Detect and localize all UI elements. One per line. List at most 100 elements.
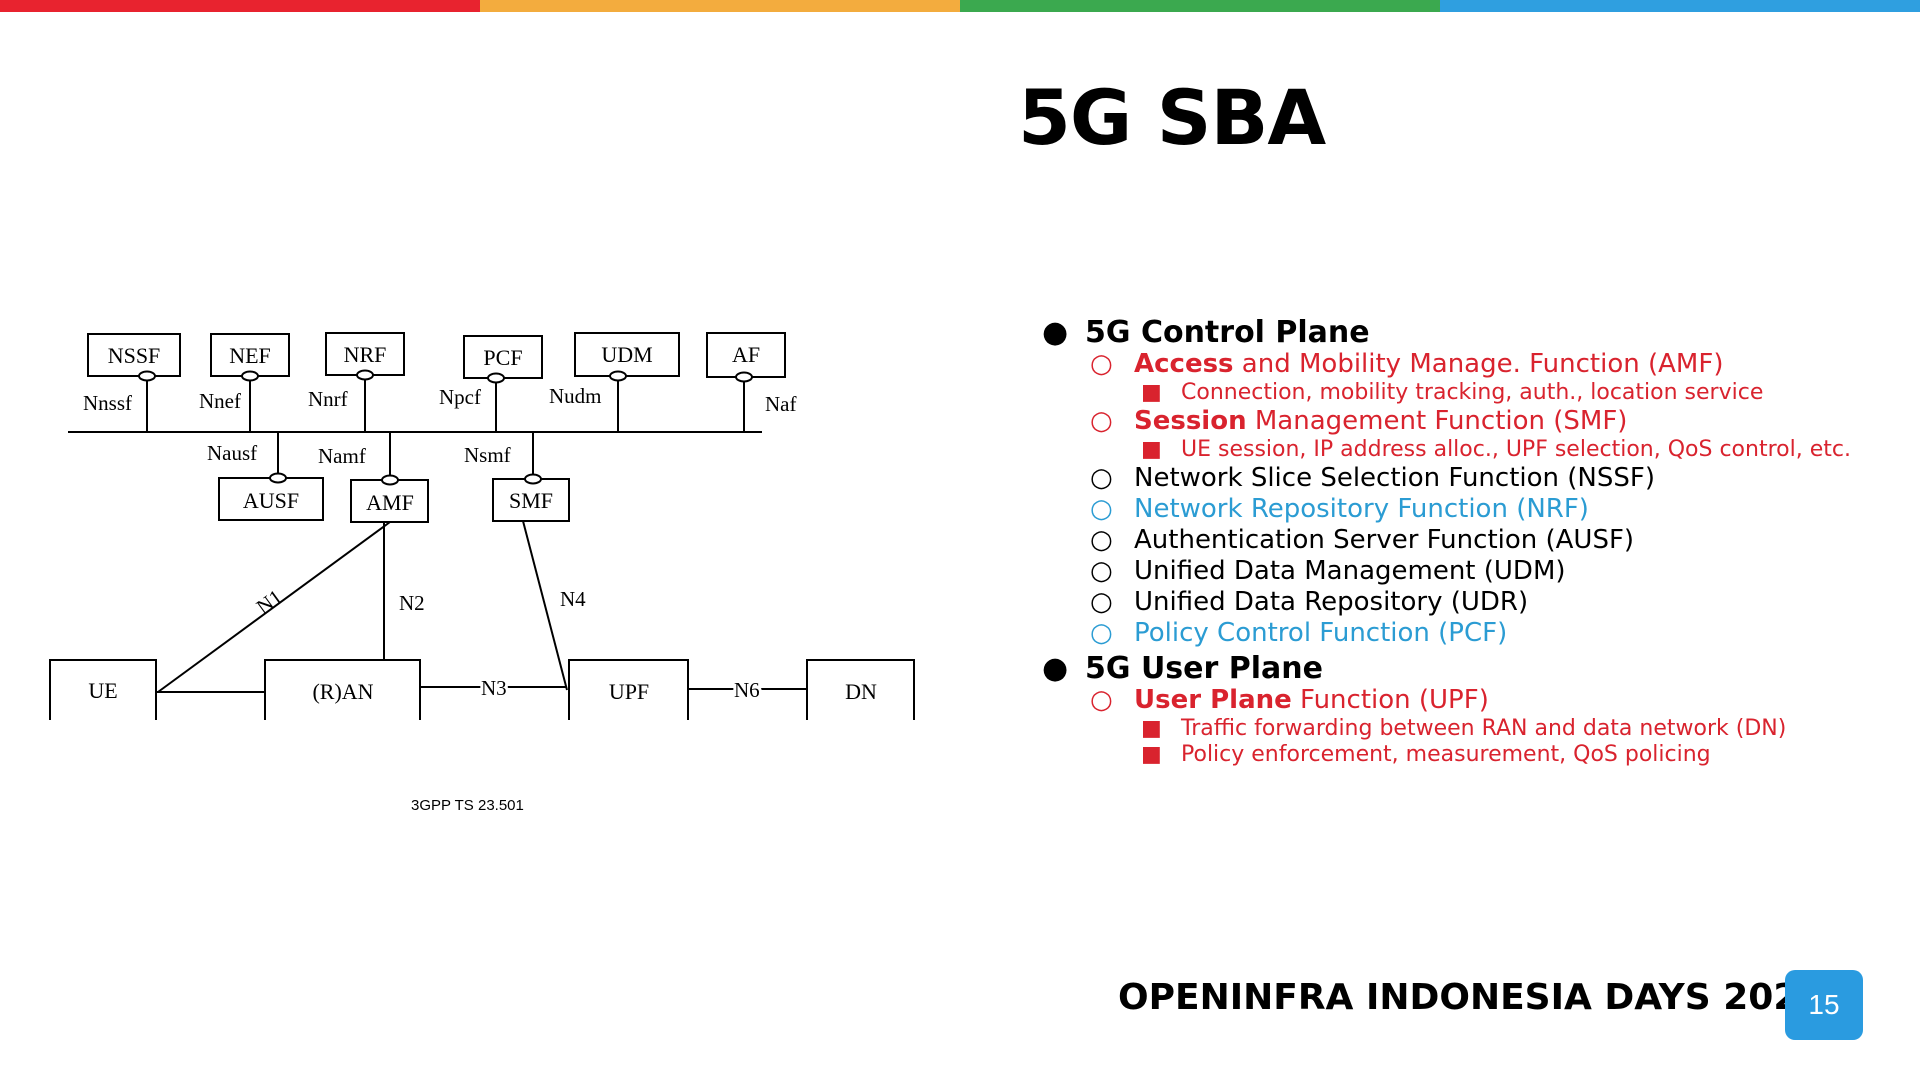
bullet-marker: ○ [1090,618,1113,648]
ausf-box [218,477,324,521]
ue-label: UE [88,678,117,703]
bullet-marker: ○ [1090,685,1113,715]
udm-label: UDM [601,342,652,367]
nudm-label: Nudm [549,384,602,408]
bullet-marker: ■ [1141,437,1162,462]
slide-title: 5G SBA [1018,73,1326,162]
pcf-item: ○ Policy Control Function (PCF) [1040,620,1900,651]
event-footer: OPENINFRA INDONESIA DAYS 2025 [1118,977,1824,1018]
smf-box [492,478,570,522]
ausf-item-text: Authentication Server Function (AUSF) [1134,525,1635,555]
diagram-reference-caption: 3GPP TS 23.501 [411,797,524,814]
npcf-label: Npcf [439,385,481,409]
pcf-box [463,335,543,379]
amf-subitem: ■ Connection, mobility tracking, auth., … [1040,382,1900,408]
udm-item-text: Unified Data Management (UDM) [1134,556,1566,586]
bullet-list: ● 5G Control Plane ○ Access and Mobility… [1040,318,1900,770]
n4-line [522,520,568,691]
udr-item: ○ Unified Data Repository (UDR) [1040,589,1900,620]
bullet-marker: ■ [1141,716,1162,741]
bullet-marker: ○ [1090,587,1113,617]
amf-item-bold: Access [1134,349,1234,379]
dn-box [806,659,915,722]
nnssf-oval [138,370,156,382]
sba-architecture-diagram: NSSF NEF NRF PCF UDM AF AUSF AMF SMF UE … [40,320,940,773]
upf-box [568,659,689,722]
nsmf-label: Nsmf [464,443,511,467]
upf-subitem-traffic: ■ Traffic forwarding between RAN and dat… [1040,718,1900,744]
smf-subitem-text: UE session, IP address alloc., UPF selec… [1181,437,1851,462]
bullet-marker: ■ [1141,380,1162,405]
smf-label: SMF [509,488,553,513]
nrf-label: NRF [344,342,387,367]
smf-subitem: ■ UE session, IP address alloc., UPF sel… [1040,439,1900,465]
n6-label: N6 [734,678,760,702]
user-plane-label: 5G User Plane [1085,651,1323,686]
top-bar-orange-segment [480,0,960,12]
npcf-oval [487,372,505,384]
amf-subitem-text: Connection, mobility tracking, auth., lo… [1181,380,1764,405]
naf-label: Naf [765,392,796,416]
upf-item-bold: User Plane [1134,685,1292,715]
n2-label: N2 [399,591,425,615]
nnssf-label: Nnssf [83,391,132,415]
upf-subitem-policy: ■ Policy enforcement, measurement, QoS p… [1040,744,1900,770]
bullet-marker: ● [1042,651,1069,686]
upf-subitem-traffic-text: Traffic forwarding between RAN and data … [1181,716,1787,741]
control-plane-heading: ● 5G Control Plane [1040,318,1900,351]
upf-item: ○ User Plane Function (UPF) [1040,687,1900,718]
smf-item: ○ Session Management Function (SMF) [1040,408,1900,439]
namf-label: Namf [318,444,366,468]
amf-item-text: and Mobility Manage. Function (AMF) [1233,349,1724,379]
page-number: 15 [1808,989,1840,1020]
bullet-marker: ○ [1090,556,1113,586]
nausf-oval [269,472,287,484]
nrf-item: ○ Network Repository Function (NRF) [1040,496,1900,527]
nnrf-label: Nnrf [308,387,348,411]
top-bar-green-segment [960,0,1440,12]
nssf-item-text: Network Slice Selection Function (NSSF) [1134,463,1655,493]
udr-item-text: Unified Data Repository (UDR) [1134,587,1529,617]
sba-diagram-svg: NSSF NEF NRF PCF UDM AF AUSF AMF SMF UE … [49,332,915,773]
namf-oval [381,474,399,486]
nnef-oval [241,370,259,382]
bullet-marker: ● [1042,315,1069,350]
upf-item-text: Function (UPF) [1291,685,1489,715]
ausf-item: ○ Authentication Server Function (AUSF) [1040,527,1900,558]
smf-item-bold: Session [1134,406,1247,436]
n4-label: N4 [560,587,586,611]
nssf-label: NSSF [108,343,161,368]
nef-label: NEF [229,343,271,368]
upf-subitem-policy-text: Policy enforcement, measurement, QoS pol… [1181,742,1711,767]
top-bar-red-segment [0,0,480,12]
dn-label: DN [845,679,877,704]
nnrf-oval [356,369,374,381]
n3-label: N3 [481,676,507,700]
top-bar-blue-segment [1440,0,1920,12]
n1-line [157,521,391,693]
nssf-box [87,333,181,377]
ran-box [264,659,421,723]
nausf-label: Nausf [207,441,257,465]
upf-label: UPF [609,679,649,704]
bullet-marker: ○ [1090,463,1113,493]
af-box [706,332,786,378]
pcf-label: PCF [483,345,522,370]
user-plane-heading: ● 5G User Plane [1040,654,1900,687]
udm-box [574,332,680,377]
bullet-marker: ○ [1090,349,1113,379]
page-number-badge: 15 [1785,970,1863,1040]
nef-box [210,333,290,377]
amf-label: AMF [366,490,414,515]
smf-item-text: Management Function (SMF) [1246,406,1628,436]
amf-item: ○ Access and Mobility Manage. Function (… [1040,351,1900,382]
nrf-item-text: Network Repository Function (NRF) [1134,494,1589,524]
ausf-label: AUSF [243,488,299,513]
bullet-marker: ○ [1090,525,1113,555]
nudm-oval [609,370,627,382]
nssf-item: ○ Network Slice Selection Function (NSSF… [1040,465,1900,496]
control-plane-label: 5G Control Plane [1085,315,1370,350]
pcf-item-text: Policy Control Function (PCF) [1134,618,1508,648]
bullet-marker: ○ [1090,494,1113,524]
naf-oval [735,371,753,383]
